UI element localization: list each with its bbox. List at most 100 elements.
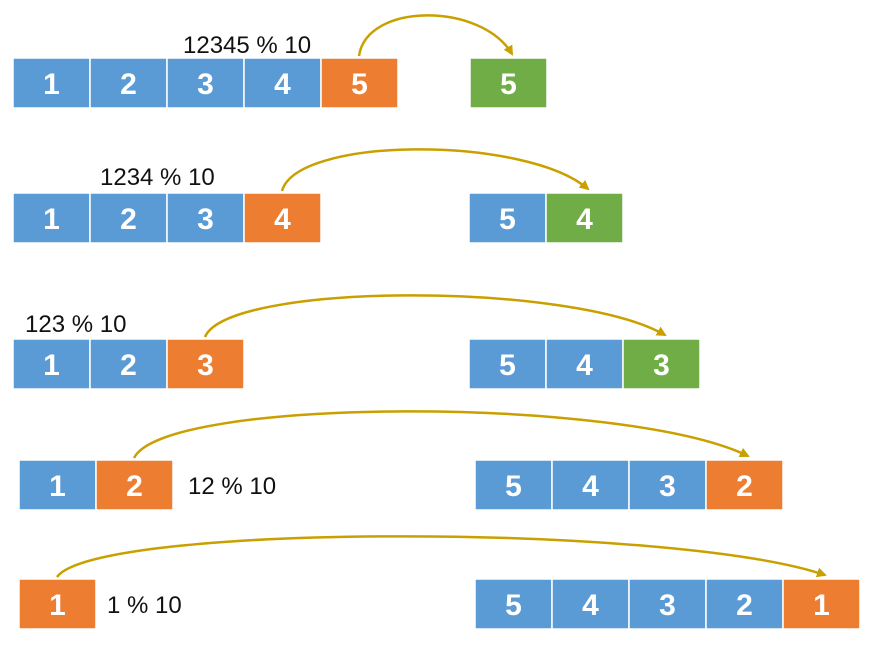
result-cell-row3-1-digit: 5 xyxy=(499,349,516,382)
source-cell-row1-1-box xyxy=(12,57,91,109)
result-cell-row3-2: 4 xyxy=(545,338,624,390)
source-cell-row4-1-digit: 1 xyxy=(49,470,66,503)
result-cell-row4-3-box xyxy=(628,459,707,511)
result-cell-row5-2-digit: 4 xyxy=(582,589,599,622)
result-cell-row5-2: 4 xyxy=(551,578,630,630)
source-cell-row3-2: 2 xyxy=(89,338,168,390)
source-cell-row1-3-box xyxy=(166,57,245,109)
result-cell-row4-4: 2 xyxy=(705,459,784,511)
result-cell-row1-1-digit: 5 xyxy=(500,68,517,101)
result-cell-row5-4-digit: 2 xyxy=(736,589,753,622)
result-cell-row5-5: 1 xyxy=(782,578,861,630)
source-cell-row2-2-digit: 2 xyxy=(120,203,137,236)
result-cell-row2-1-digit: 5 xyxy=(499,203,516,236)
modulo-expression-row1: 12345 % 10 xyxy=(183,32,311,59)
move-arrow-row5 xyxy=(55,535,827,578)
source-cell-row1-4-digit: 4 xyxy=(274,68,291,101)
source-cell-row1-1: 1 xyxy=(12,57,91,109)
move-arrow-row2 xyxy=(280,148,590,192)
source-cell-row2-3-box xyxy=(166,192,245,244)
source-cell-row1-2-digit: 2 xyxy=(120,68,137,101)
result-cell-row3-1-box xyxy=(468,338,547,390)
source-cell-row3-3: 3 xyxy=(166,338,245,390)
result-cell-row5-3: 3 xyxy=(628,578,707,630)
result-cell-row4-2: 4 xyxy=(551,459,630,511)
result-cell-row4-2-box xyxy=(551,459,630,511)
source-cell-row2-1: 1 xyxy=(12,192,91,244)
source-cell-row1-2-box xyxy=(89,57,168,109)
result-cell-row4-2-digit: 4 xyxy=(582,470,599,503)
source-cell-row4-2-digit: 2 xyxy=(126,470,143,503)
result-cell-row5-1-box xyxy=(474,578,553,630)
result-cell-row3-3-box xyxy=(622,338,701,390)
source-cell-row5-1-digit: 1 xyxy=(49,589,66,622)
result-cell-row5-2-box xyxy=(551,578,630,630)
source-cell-row1-5-box xyxy=(320,57,399,109)
result-cell-row1-1: 5 xyxy=(469,57,548,109)
result-cell-row3-2-box xyxy=(545,338,624,390)
labels-layer: 12345 % 10 1234 % 10 123 % 10 12 % 10 1 % 10 xyxy=(25,32,311,619)
result-cell-row4-1: 5 xyxy=(474,459,553,511)
move-arrow-row3 xyxy=(203,294,667,338)
modulo-expression-row5: 1 % 10 xyxy=(107,592,182,619)
source-cell-row1-3-digit: 3 xyxy=(197,68,214,101)
source-cell-row2-3-digit: 3 xyxy=(197,203,214,236)
source-cell-row4-2: 2 xyxy=(95,459,174,511)
source-cell-row5-1-box xyxy=(18,578,97,630)
result-cell-row4-1-box xyxy=(474,459,553,511)
source-cell-row4-1: 1 xyxy=(18,459,97,511)
source-cell-row2-4: 4 xyxy=(243,192,322,244)
modulo-expression-row4: 12 % 10 xyxy=(188,473,276,500)
result-cell-row5-4-box xyxy=(705,578,784,630)
result-cell-row2-1: 5 xyxy=(468,192,547,244)
result-cell-row2-1-box xyxy=(468,192,547,244)
result-cell-row4-4-box xyxy=(705,459,784,511)
source-cell-row1-2: 2 xyxy=(89,57,168,109)
result-cell-row3-2-digit: 4 xyxy=(576,349,593,382)
arrows-layer xyxy=(55,14,827,578)
result-cell-row3-3: 3 xyxy=(622,338,701,390)
result-cell-row5-1-digit: 5 xyxy=(505,589,522,622)
modulo-expression-row2: 1234 % 10 xyxy=(100,164,215,191)
source-cell-row1-4: 4 xyxy=(243,57,322,109)
source-cell-row1-3: 3 xyxy=(166,57,245,109)
source-cell-row2-2: 2 xyxy=(89,192,168,244)
source-cell-row3-1: 1 xyxy=(12,338,91,390)
source-cell-row3-1-digit: 1 xyxy=(43,349,60,382)
source-cell-row3-3-digit: 3 xyxy=(197,349,214,382)
result-cell-row4-4-digit: 2 xyxy=(736,470,753,503)
source-cell-row3-3-box xyxy=(166,338,245,390)
result-cell-row4-1-digit: 5 xyxy=(505,470,522,503)
source-cell-row2-1-box xyxy=(12,192,91,244)
result-cell-row3-3-digit: 3 xyxy=(653,349,670,382)
source-cell-row1-5: 5 xyxy=(320,57,399,109)
result-cell-row4-3-digit: 3 xyxy=(659,470,676,503)
source-cell-row1-1-digit: 1 xyxy=(43,68,60,101)
move-arrow-row1 xyxy=(357,14,514,57)
source-cell-row3-2-digit: 2 xyxy=(120,349,137,382)
result-cell-row2-2-box xyxy=(545,192,624,244)
source-cell-row2-4-box xyxy=(243,192,322,244)
result-cell-row2-2-digit: 4 xyxy=(576,203,593,236)
result-cell-row5-5-digit: 1 xyxy=(813,589,830,622)
result-cell-row4-3: 3 xyxy=(628,459,707,511)
result-cell-row5-3-box xyxy=(628,578,707,630)
source-cell-row4-1-box xyxy=(18,459,97,511)
source-cell-row5-1: 1 xyxy=(18,578,97,630)
result-cell-row2-2: 4 xyxy=(545,192,624,244)
result-cell-row5-1: 5 xyxy=(474,578,553,630)
move-arrow-row4 xyxy=(132,410,750,459)
result-cell-row3-1: 5 xyxy=(468,338,547,390)
source-cell-row3-1-box xyxy=(12,338,91,390)
result-cell-row5-4: 2 xyxy=(705,578,784,630)
source-cell-row4-2-box xyxy=(95,459,174,511)
result-cell-row1-1-box xyxy=(469,57,548,109)
source-cell-row2-3: 3 xyxy=(166,192,245,244)
result-cell-row5-5-box xyxy=(782,578,861,630)
result-cell-row5-3-digit: 3 xyxy=(659,589,676,622)
source-cell-row1-5-digit: 5 xyxy=(351,68,368,101)
modulo-expression-row3: 123 % 10 xyxy=(25,311,126,338)
source-cell-row2-1-digit: 1 xyxy=(43,203,60,236)
